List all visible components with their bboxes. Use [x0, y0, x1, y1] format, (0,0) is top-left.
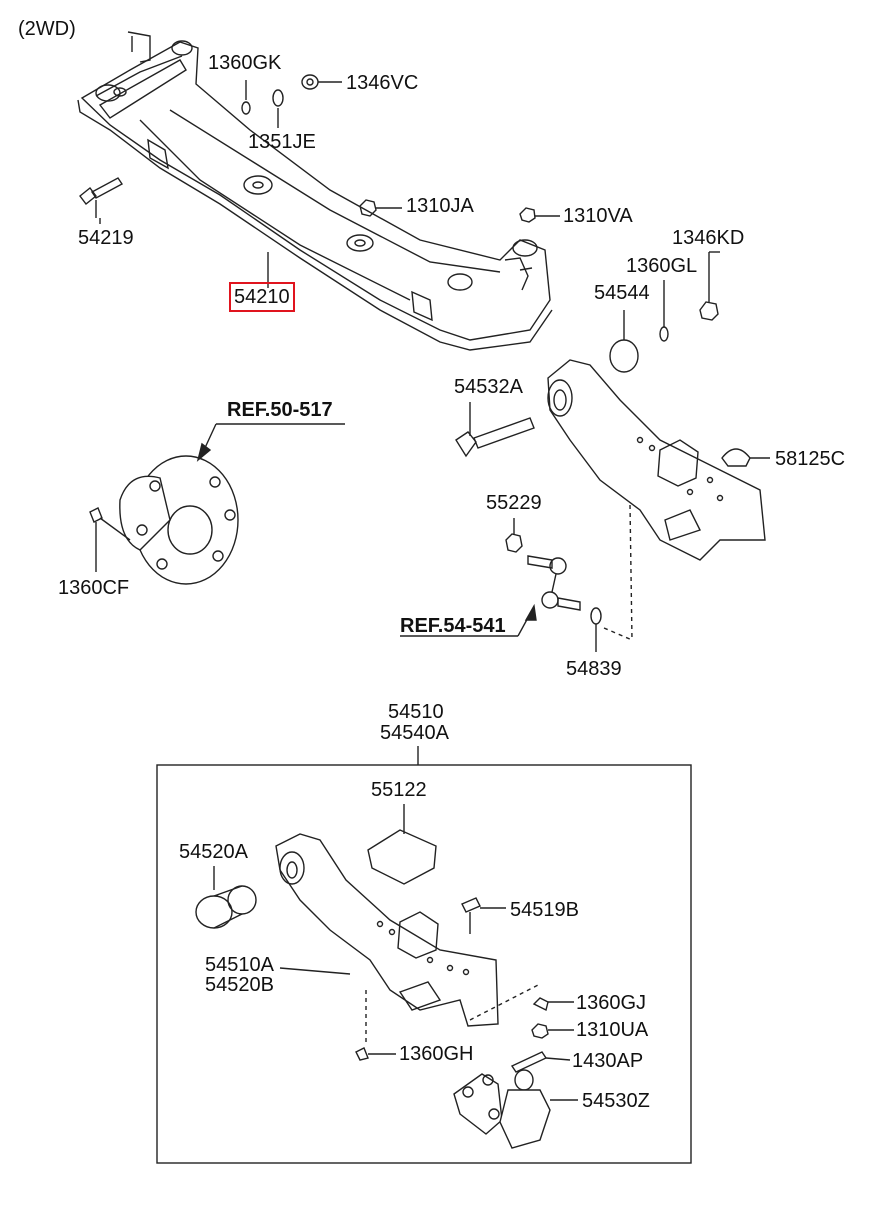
part-label-1360GH[interactable]: 1360GH [399, 1043, 474, 1065]
part-label-54510[interactable]: 54510 [388, 701, 444, 723]
part-label-54544[interactable]: 54544 [594, 282, 650, 304]
hub-drawing [89, 423, 345, 585]
part-label-54210[interactable]: 54210 [229, 282, 295, 312]
crossmember-drawing [77, 31, 553, 351]
part-label-1360GJ[interactable]: 1360GJ [576, 992, 647, 1014]
part-label-54519B[interactable]: 54519B [510, 899, 579, 921]
part-label-1310UA[interactable]: 1310UA [576, 1019, 649, 1041]
part-label-1310JA[interactable]: 1310JA [406, 195, 474, 217]
part-label-58125C[interactable]: 58125C [775, 448, 846, 470]
part-label-54530Z[interactable]: 54530Z [582, 1090, 650, 1112]
part-label-1310VA[interactable]: 1310VA [563, 205, 633, 227]
part-label-54520A[interactable]: 54520A [179, 841, 248, 863]
part-label-55122[interactable]: 55122 [371, 779, 427, 801]
part-label-54839[interactable]: 54839 [566, 658, 622, 680]
ref-label-50-517[interactable]: REF.50-517 [227, 399, 333, 421]
part-label-1346VC[interactable]: 1346VC [346, 72, 419, 94]
part-label-1351JE[interactable]: 1351JE [248, 131, 316, 153]
assembly-parts-drawing [195, 804, 578, 1149]
part-label-1360CF[interactable]: 1360CF [58, 577, 130, 599]
part-label-54219[interactable]: 54219 [78, 227, 134, 249]
part-label-1346KD[interactable]: 1346KD [672, 227, 745, 249]
lower-arm-assembly-drawing [455, 310, 770, 641]
part-label-55229[interactable]: 55229 [486, 492, 542, 514]
part-label-54540A[interactable]: 54540A [380, 722, 449, 744]
leader-lines [99, 218, 101, 224]
stabilizer-link-drawing [400, 518, 602, 652]
assembly-frame [156, 764, 692, 1164]
part-label-54532A[interactable]: 54532A [454, 376, 523, 398]
ref-label-54-541[interactable]: REF.54-541 [400, 615, 506, 637]
part-label-1360GL[interactable]: 1360GL [626, 255, 698, 277]
crossmember-hardware [79, 74, 720, 342]
part-label-54510A[interactable]: 54510A [205, 954, 274, 976]
part-label-1360GK[interactable]: 1360GK [208, 52, 282, 74]
part-label-1430AP[interactable]: 1430AP [572, 1050, 644, 1072]
variant-label: (2WD) [18, 18, 76, 40]
part-label-54520B[interactable]: 54520B [205, 974, 274, 996]
